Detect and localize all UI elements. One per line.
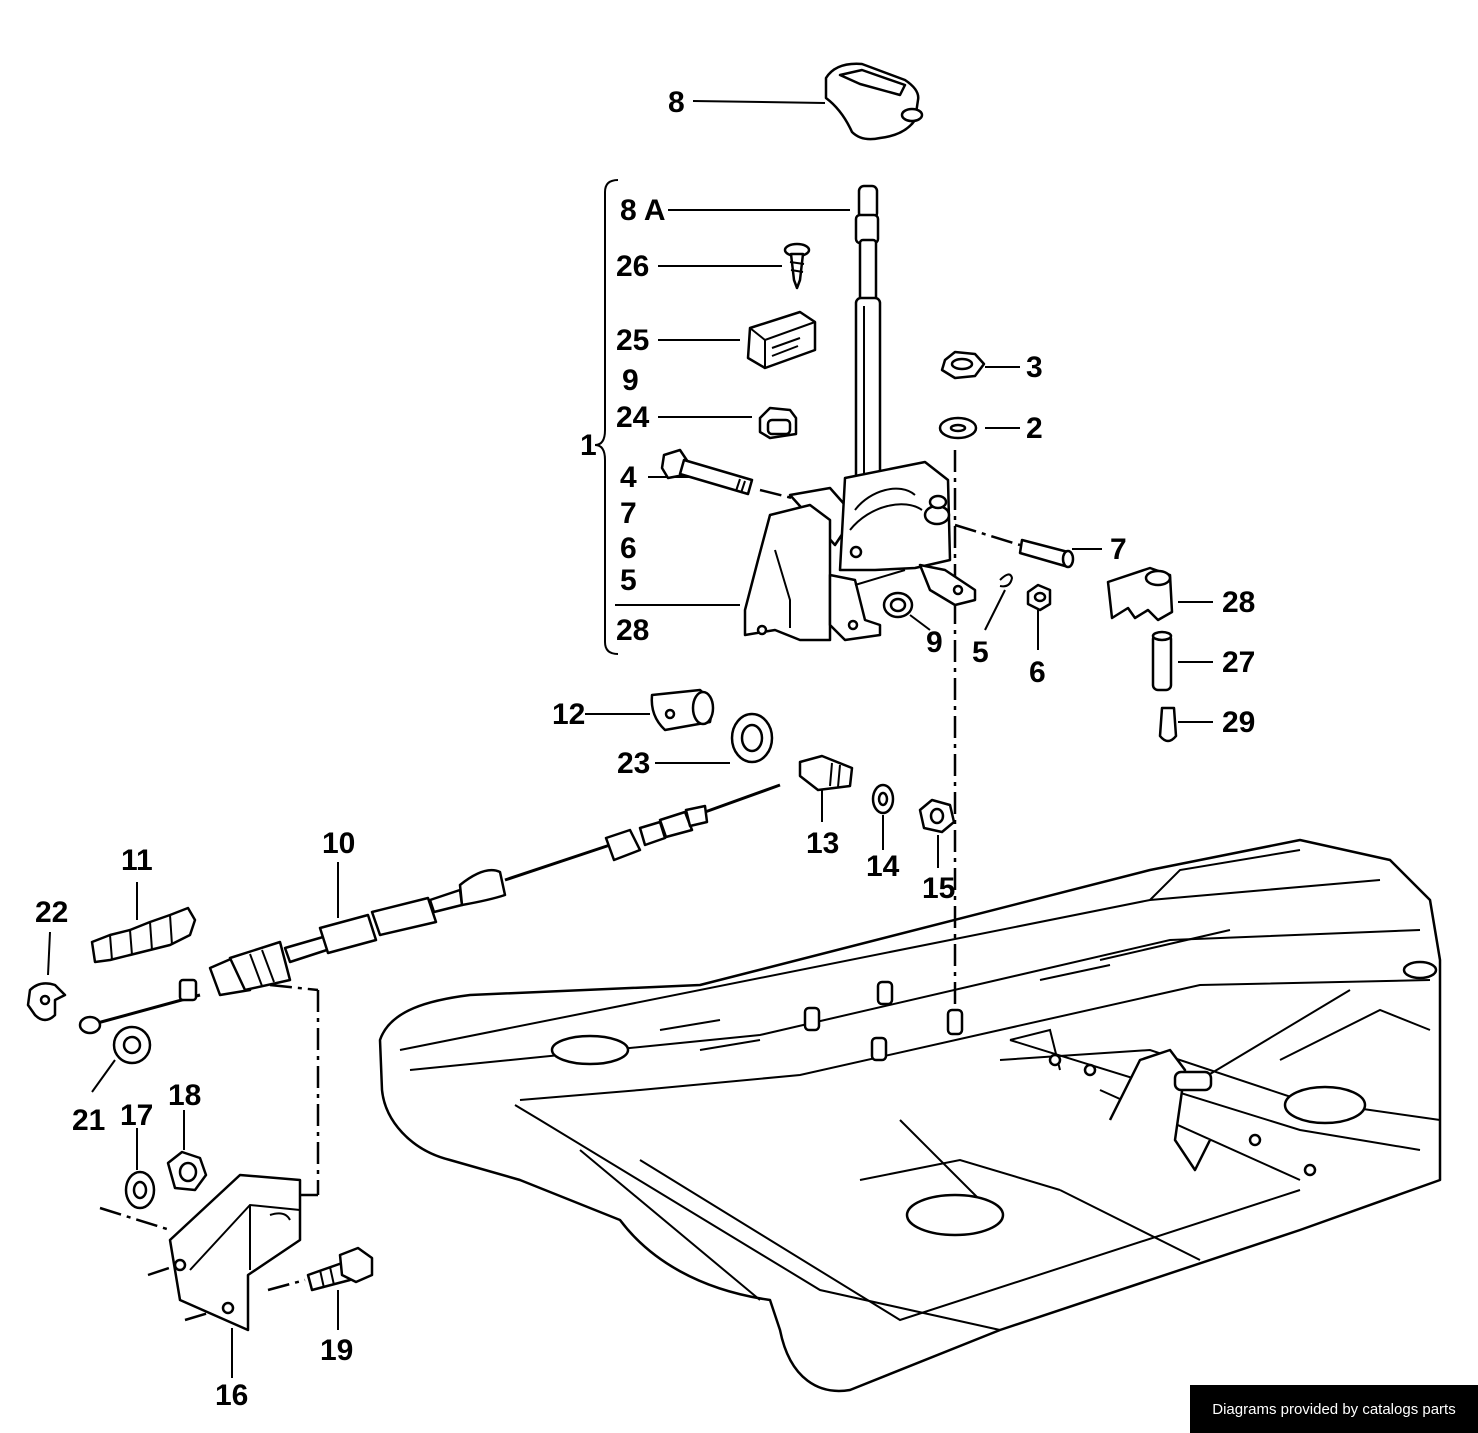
label-6: 6 <box>1029 656 1046 689</box>
hex-nut-icon <box>940 350 986 380</box>
shift-housing-icon <box>743 460 977 642</box>
cable-nut-icon <box>918 798 956 834</box>
label-15: 15 <box>922 872 955 905</box>
shift-lever-icon <box>854 184 882 482</box>
bracket-washer-icon <box>124 1170 156 1210</box>
retaining-clip-icon <box>26 982 67 1022</box>
label-28: 28 <box>1222 586 1255 619</box>
label-3: 3 <box>1026 351 1043 384</box>
shift-cable-icon <box>78 783 781 1035</box>
shift-knob-icon <box>824 62 924 141</box>
label-19: 19 <box>320 1334 353 1367</box>
label-group-5: 5 <box>620 564 637 597</box>
grommet-icon <box>730 712 774 764</box>
label-8a: 8 A <box>620 194 666 227</box>
label-14: 14 <box>866 850 900 883</box>
lever-washer-icon <box>112 1025 152 1065</box>
small-nut-icon <box>1026 583 1052 612</box>
label-10: 10 <box>322 827 355 860</box>
label-23: 23 <box>617 747 650 780</box>
label-7: 7 <box>1110 533 1127 566</box>
label-18: 18 <box>168 1079 201 1112</box>
bushing-icon <box>882 591 914 619</box>
rubber-boot-icon <box>90 906 197 964</box>
cable-bracket-icon <box>168 1173 302 1332</box>
pin-icon <box>1018 538 1075 569</box>
footer-credit: Diagrams provided by catalogs parts <box>1190 1385 1478 1433</box>
cable-washer-icon <box>871 783 895 815</box>
switch-block-icon <box>746 310 817 370</box>
label-group-9: 9 <box>622 364 639 397</box>
label-5: 5 <box>972 636 989 669</box>
label-group-28: 28 <box>616 614 649 647</box>
floor-pan <box>378 838 1442 1393</box>
leader-lines <box>47 100 1213 1378</box>
label-24: 24 <box>616 401 650 434</box>
label-group-7: 7 <box>620 497 637 530</box>
long-bolt-icon <box>660 448 754 496</box>
clip-icon <box>999 573 1014 588</box>
label-13: 13 <box>806 827 839 860</box>
label-group-1: 1 <box>580 429 597 462</box>
threaded-sleeve-icon <box>798 754 854 792</box>
label-group-4: 4 <box>620 461 637 494</box>
label-27: 27 <box>1222 646 1255 679</box>
label-16: 16 <box>215 1379 248 1412</box>
label-2: 2 <box>1026 412 1043 445</box>
parts <box>26 62 1178 1332</box>
sleeve-icon <box>1151 630 1173 692</box>
label-12: 12 <box>552 698 585 731</box>
label-26: 26 <box>616 250 649 283</box>
bulb-icon <box>1158 706 1178 743</box>
label-9: 9 <box>926 626 943 659</box>
bracket-bolt-icon <box>306 1246 374 1292</box>
label-25: 25 <box>616 324 649 357</box>
bracket-nut-icon <box>166 1150 208 1192</box>
screw-icon <box>783 242 811 290</box>
label-8: 8 <box>668 86 685 119</box>
label-21: 21 <box>72 1104 105 1137</box>
label-22: 22 <box>35 896 68 929</box>
label-group-6: 6 <box>620 532 637 565</box>
washer-icon <box>938 416 978 440</box>
rubber-cap-icon <box>758 406 798 440</box>
label-17: 17 <box>120 1099 153 1132</box>
cable-sleeve-icon <box>650 688 715 732</box>
label-11: 11 <box>121 844 153 877</box>
part-labels: 8 8 A 26 25 9 24 1 4 7 6 5 28 3 2 7 28 2… <box>35 86 1255 1412</box>
label-29: 29 <box>1222 706 1255 739</box>
assembly-lines <box>99 450 1021 1322</box>
selector-bracket-icon <box>1106 566 1174 622</box>
